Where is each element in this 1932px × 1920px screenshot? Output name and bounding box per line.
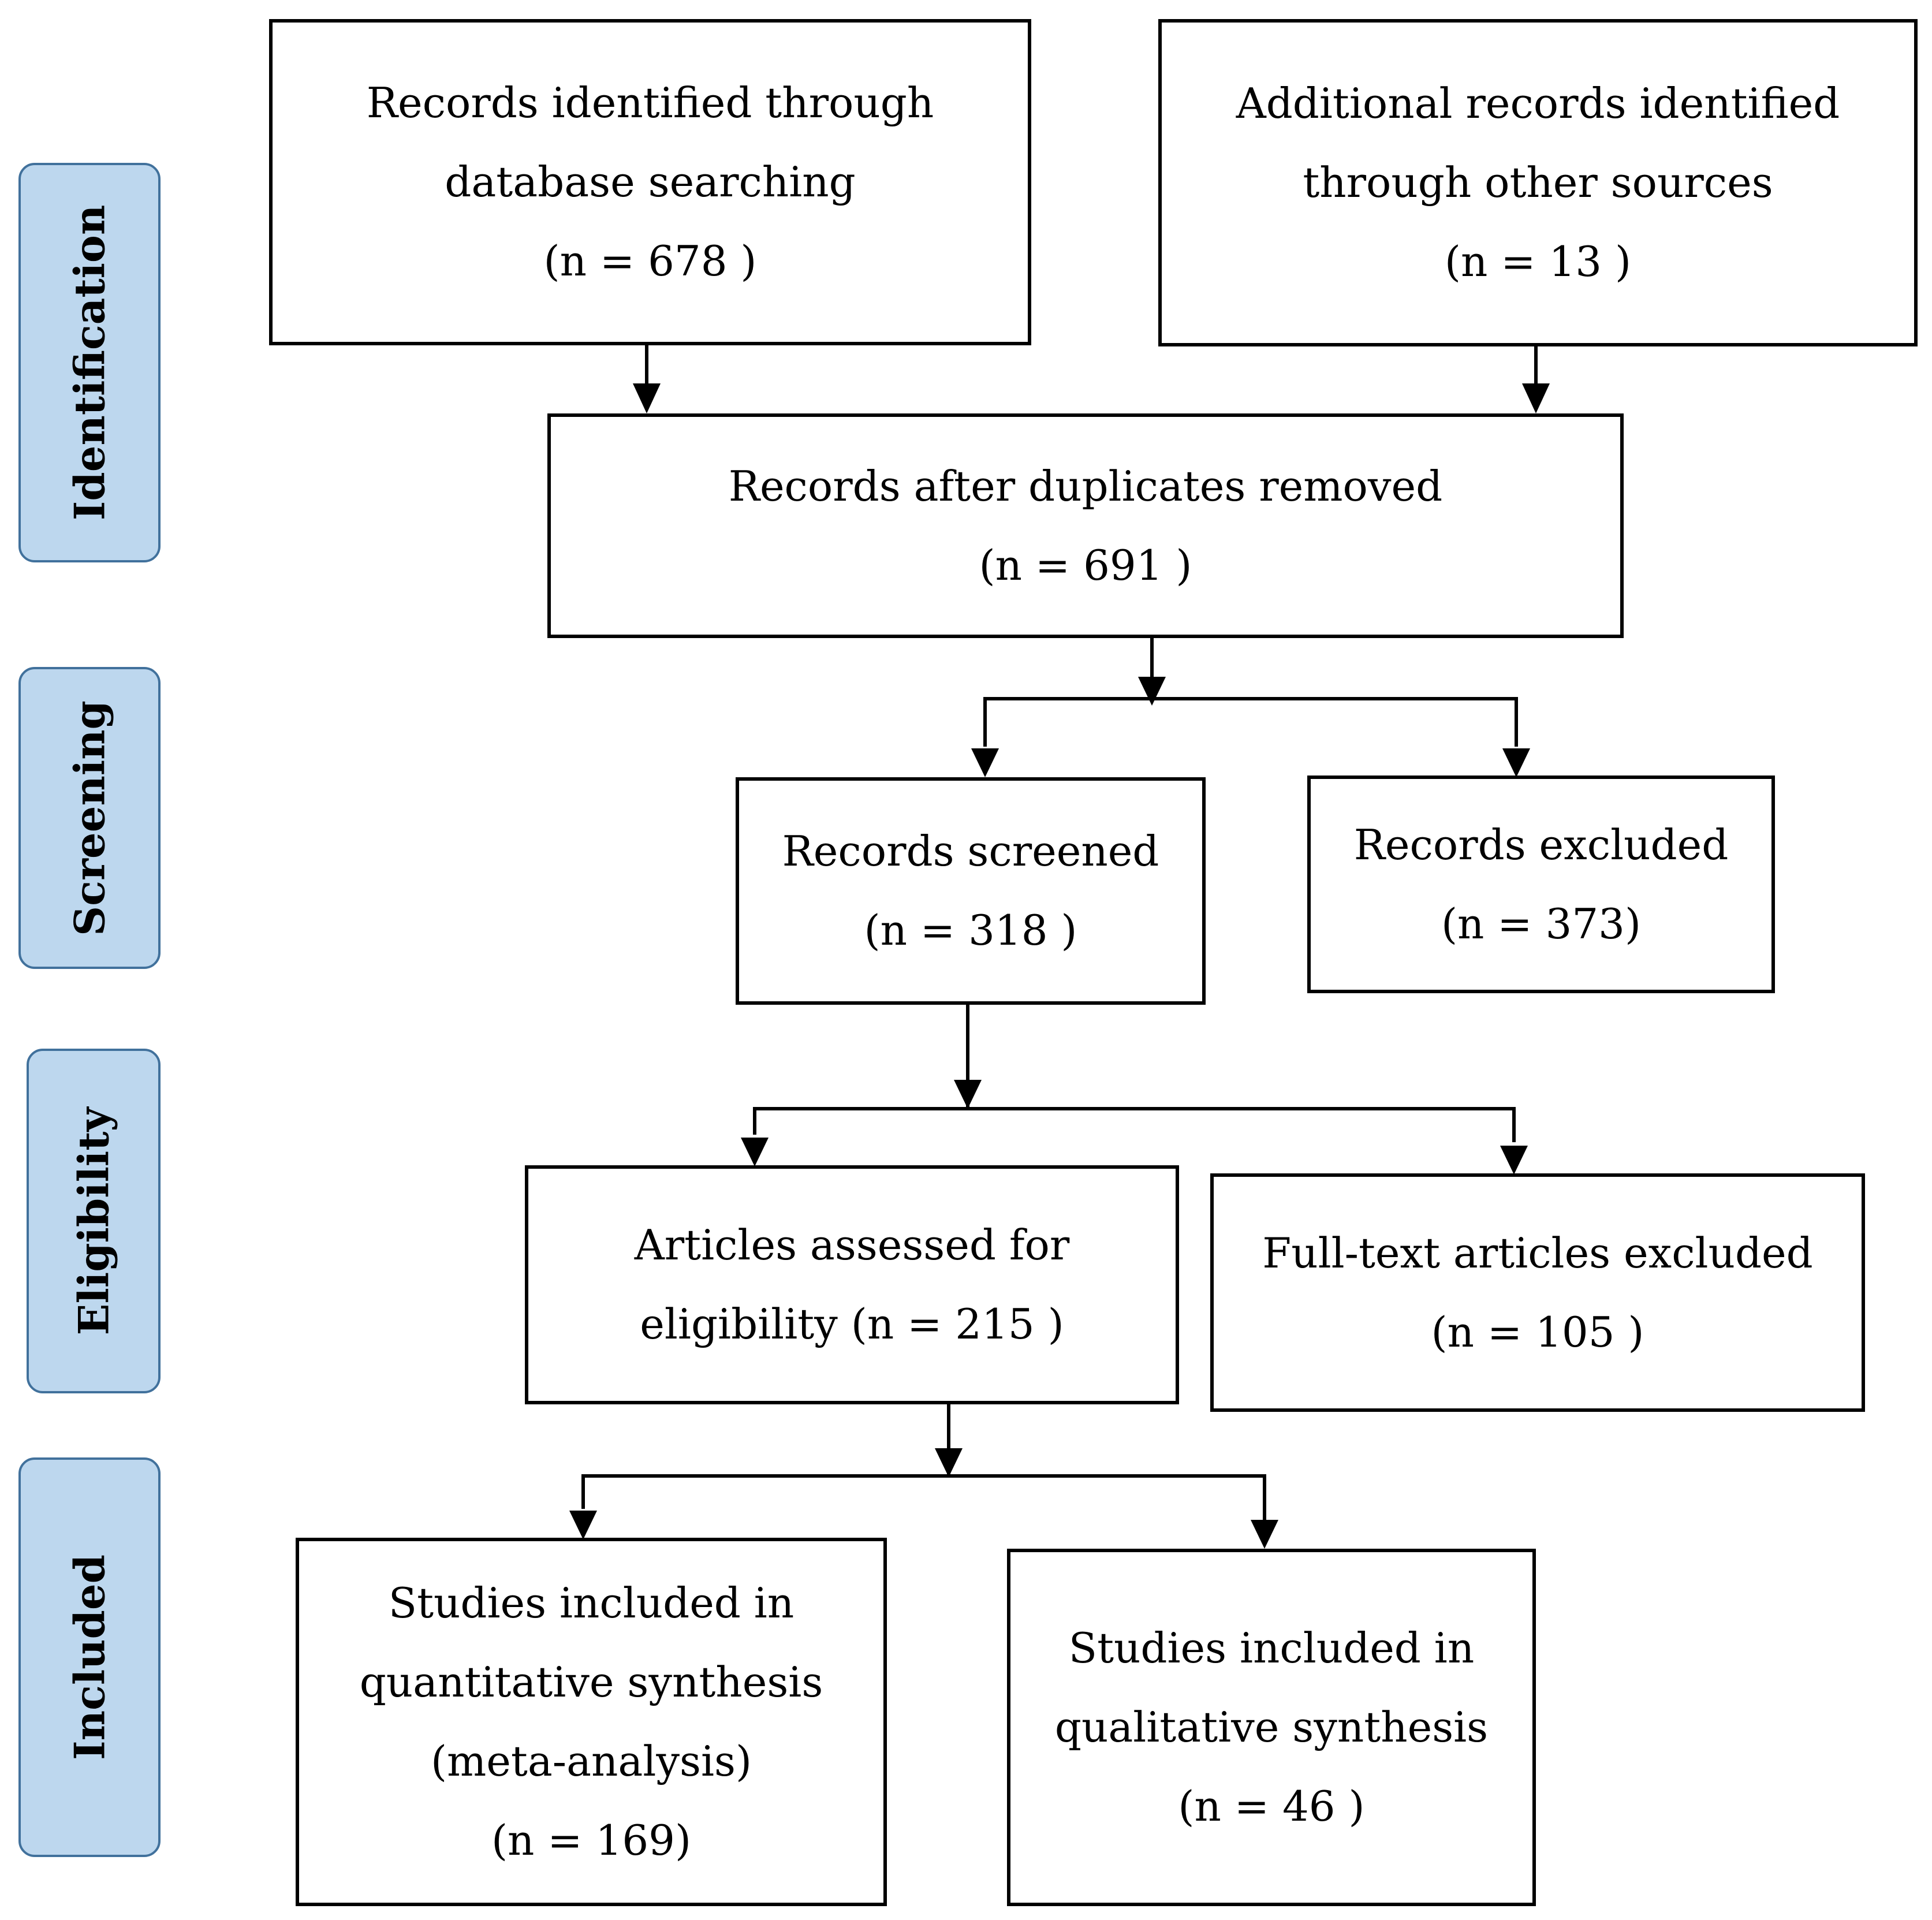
box-excluded-line-2: (n = 373) bbox=[1441, 899, 1642, 948]
arrowhead-fulltext-excluded bbox=[1500, 1146, 1528, 1175]
arrowhead-quantitative bbox=[569, 1511, 597, 1539]
box-assessed-line-1: Articles assessed for bbox=[634, 1221, 1070, 1269]
arrowhead-duplicates-right bbox=[1522, 383, 1550, 413]
box-qualitative-line-2: qualitative synthesis bbox=[1054, 1703, 1489, 1751]
box-screened-line-1: Records screened bbox=[782, 827, 1159, 875]
phase-included: Included bbox=[18, 1457, 161, 1857]
box-records-screened: Records screened (n = 318 ) bbox=[736, 777, 1206, 1005]
arrowhead-assessed-stem bbox=[935, 1448, 963, 1477]
box-qualitative-line-1: Studies included in bbox=[1068, 1624, 1475, 1672]
box-database-records: Records identified through database sear… bbox=[269, 19, 1031, 345]
arrowhead-duplicates-left bbox=[633, 383, 661, 413]
box-fulltext-excluded: Full-text articles excluded (n = 105 ) bbox=[1210, 1173, 1865, 1412]
box-excluded-line-1: Records excluded bbox=[1353, 820, 1729, 869]
box-other-line-3: (n = 13 ) bbox=[1444, 237, 1632, 286]
box-assessed-line-2: eligibility (n = 215 ) bbox=[640, 1300, 1064, 1348]
box-duplicates-line-2: (n = 691 ) bbox=[979, 540, 1192, 590]
box-database-line-2: database searching bbox=[445, 158, 856, 206]
box-fulltext-line-2: (n = 105 ) bbox=[1431, 1307, 1644, 1356]
box-quantitative-line-3: (meta-analysis) bbox=[430, 1737, 752, 1785]
arrowhead-assessed bbox=[741, 1138, 769, 1166]
box-quantitative-line-1: Studies included in bbox=[388, 1579, 795, 1627]
box-database-line-3: (n = 678 ) bbox=[543, 237, 757, 285]
phase-screening: Screening bbox=[18, 667, 161, 969]
arrowhead-excluded bbox=[1502, 748, 1530, 777]
connector-assessed-branch bbox=[581, 1474, 1266, 1520]
box-duplicates-line-1: Records after duplicates removed bbox=[728, 461, 1443, 510]
box-quantitative-synthesis: Studies included in quantitative synthes… bbox=[296, 1538, 887, 1906]
box-database-line-1: Records identified through bbox=[366, 79, 934, 127]
box-fulltext-line-1: Full-text articles excluded bbox=[1262, 1228, 1813, 1277]
box-other-line-1: Additional records identified bbox=[1236, 79, 1840, 128]
box-duplicates-removed: Records after duplicates removed (n = 69… bbox=[547, 413, 1624, 638]
box-screened-line-2: (n = 318 ) bbox=[864, 906, 1077, 955]
arrowhead-screened-stem bbox=[954, 1080, 982, 1109]
arrowhead-duplicates-stem bbox=[1138, 677, 1166, 706]
arrowhead-screened bbox=[971, 748, 999, 777]
box-other-line-2: through other sources bbox=[1303, 158, 1773, 207]
box-other-sources: Additional records identified through ot… bbox=[1158, 19, 1918, 346]
box-qualitative-line-3: (n = 46 ) bbox=[1178, 1782, 1365, 1830]
box-records-excluded: Records excluded (n = 373) bbox=[1307, 776, 1775, 993]
phase-eligibility: Eligibility bbox=[27, 1049, 161, 1393]
box-qualitative-synthesis: Studies included in qualitative synthesi… bbox=[1007, 1549, 1536, 1906]
phase-identification: Identification bbox=[18, 163, 161, 562]
connector-duplicates-branch bbox=[983, 697, 1518, 747]
box-articles-assessed: Articles assessed for eligibility (n = 2… bbox=[525, 1165, 1179, 1404]
arrowhead-qualitative bbox=[1251, 1520, 1278, 1549]
connector-screened-branch bbox=[753, 1107, 1516, 1142]
box-quantitative-line-2: quantitative synthesis bbox=[359, 1658, 823, 1706]
box-quantitative-line-4: (n = 169) bbox=[491, 1816, 692, 1865]
